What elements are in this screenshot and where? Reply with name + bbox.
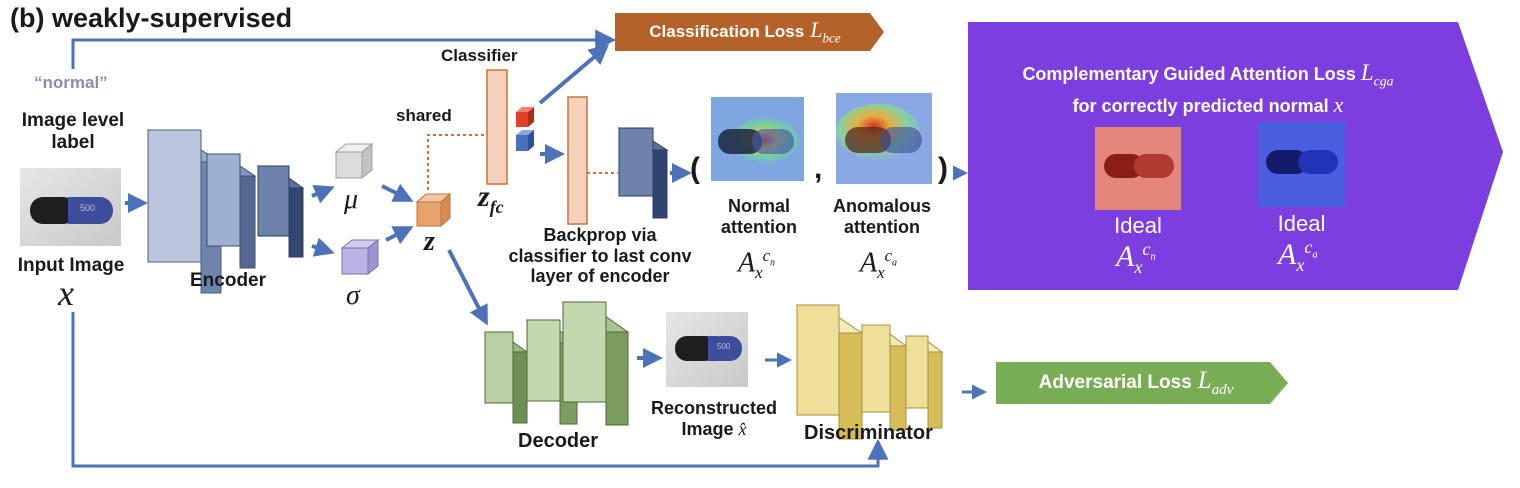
classifier-label: Classifier <box>441 46 518 65</box>
classifier-output <box>516 107 534 151</box>
reconstructed-line-2: Image <box>681 418 734 439</box>
ideal-normal-symbol: Axcn <box>1116 240 1156 276</box>
anomalous-attention-symbol: Axca <box>860 246 898 282</box>
input-image-label: Input Image <box>17 255 125 276</box>
adversarial-loss-tag <box>996 362 1288 404</box>
normal-label: “normal” <box>34 73 108 92</box>
normal-attention-sub: x <box>755 262 763 282</box>
comma: , <box>814 152 823 185</box>
normal-attention-sym: A <box>738 247 756 279</box>
classification-loss-text: Classification Loss Lbce <box>615 13 875 51</box>
input-x-symbol: x <box>58 273 74 313</box>
mu-cube <box>334 142 374 180</box>
adversarial-loss-text: Adversarial Loss Ladv <box>996 362 1276 404</box>
ideal-anomalous-label: Ideal <box>1277 211 1326 236</box>
adversarial-loss-label: Adversarial Loss <box>1038 372 1192 393</box>
reconstructed-label: Reconstructed Image x̂ <box>634 398 794 439</box>
ideal-normal-sup: c <box>1142 239 1151 259</box>
mu-symbol: μ <box>344 184 359 215</box>
ideal-anomalous-sub: x <box>1296 255 1305 275</box>
recon-pill-text: 500 <box>717 342 731 351</box>
zfc-sub: fc <box>489 197 504 217</box>
backprop-line-2: classifier to last conv <box>508 245 692 266</box>
ideal-normal-sym: A <box>1116 240 1135 273</box>
input-pill-text: 500 <box>80 203 96 213</box>
normal-attention-map <box>711 97 804 181</box>
adversarial-loss-symbol: L <box>1197 367 1212 394</box>
classification-loss-tag <box>615 13 884 51</box>
normal-attention-symbol: Axcn <box>738 246 776 282</box>
anomalous-attention-line-2: attention <box>844 216 920 237</box>
normal-attention-line-2: attention <box>721 216 797 237</box>
encoder-block <box>146 129 305 294</box>
anomalous-attention-label: Anomalous attention <box>818 196 946 237</box>
normal-attention-label: Normal attention <box>706 196 812 237</box>
ideal-anomalous-supsub: a <box>1312 248 1318 261</box>
image-level-label: Image level label <box>0 110 146 154</box>
normal-attention-supsub: n <box>770 257 776 269</box>
normal-attention-sup: c <box>762 246 771 265</box>
sigma-cube <box>340 238 380 276</box>
discriminator-block <box>795 304 944 440</box>
backprop-layer <box>567 96 588 225</box>
reconstructed-sym: x̂ <box>738 418 747 439</box>
cga-subtitle-text: for correctly predicted normal <box>1072 96 1329 116</box>
input-image <box>20 168 121 246</box>
backprop-line-1: Backprop via <box>543 225 657 245</box>
adversarial-loss-sub: adv <box>1211 382 1234 398</box>
reconstructed-image <box>666 312 748 387</box>
cga-subtitle: for correctly predicted normal x <box>968 92 1448 117</box>
ideal-anomalous-sym: A <box>1278 238 1297 271</box>
ideal-anomalous-image <box>1258 122 1345 207</box>
decoder-block <box>483 301 630 426</box>
shared-label: shared <box>396 106 452 125</box>
classification-loss-symbol: L <box>810 17 823 43</box>
cga-panel <box>968 22 1503 290</box>
image-level-label-text: Image level label <box>21 110 125 153</box>
encoder-label: Encoder <box>190 270 267 291</box>
last-conv-block <box>617 127 669 219</box>
z-cube <box>415 192 452 228</box>
normal-attention-line-1: Normal <box>727 196 790 216</box>
ideal-normal-sub: x <box>1134 257 1143 277</box>
decoder-label: Decoder <box>518 430 599 452</box>
z-symbol: z <box>424 226 435 257</box>
ideal-normal-supsub: n <box>1150 250 1156 263</box>
discriminator-label: Discriminator <box>804 422 933 444</box>
paren-open: ( <box>690 152 700 185</box>
classifier-layer <box>486 69 508 185</box>
cga-sub: cga <box>1373 73 1394 89</box>
classification-loss-label: Classification Loss <box>649 22 805 41</box>
backprop-line-3: layer of encoder <box>530 266 670 287</box>
anomalous-attention-map <box>836 93 932 184</box>
backprop-text: Backprop via classifier to last conv lay… <box>500 225 700 287</box>
anomalous-attention-line-1: Anomalous <box>832 196 931 216</box>
ideal-normal-label: Ideal <box>1114 213 1162 238</box>
zfc-symbol: zfc <box>478 180 504 217</box>
label-arrow <box>71 29 617 69</box>
cga-title-text: Complementary Guided Attention Loss <box>1022 64 1356 84</box>
anomalous-attention-sup: c <box>884 246 893 265</box>
classification-loss-sub: bce <box>822 30 841 46</box>
reconstructed-line-1: Reconstructed <box>650 398 778 418</box>
sigma-symbol: σ <box>346 280 360 311</box>
ideal-anomalous-symbol: Axca <box>1278 238 1318 274</box>
anomalous-attention-supsub: a <box>892 257 898 269</box>
cga-subtitle-sym: x <box>1333 92 1344 117</box>
paren-close: ) <box>938 152 948 185</box>
cga-sym: L <box>1360 60 1374 85</box>
anomalous-attention-sub: x <box>877 262 885 282</box>
anomalous-attention-sym: A <box>860 247 878 279</box>
input-to-discriminator-arrow <box>71 312 889 468</box>
ideal-anomalous-sup: c <box>1304 237 1313 257</box>
section-title: (b) weakly-supervised <box>10 3 293 33</box>
ideal-normal-image <box>1095 127 1181 210</box>
cga-title: Complementary Guided Attention Loss Lcga <box>968 60 1448 89</box>
zfc-base: z <box>478 180 490 213</box>
